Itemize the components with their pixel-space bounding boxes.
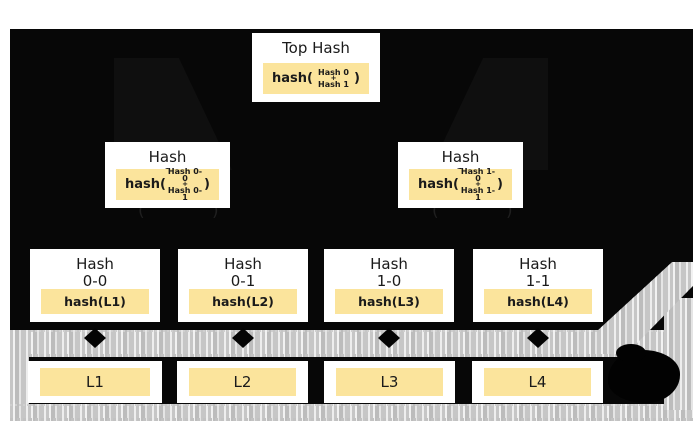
formula-arg-bottom: Hash 1 bbox=[318, 80, 349, 89]
data-block-label: L4 bbox=[484, 368, 591, 396]
title-line2: 0-1 bbox=[230, 272, 256, 290]
formula-text: hash(L1) bbox=[64, 294, 126, 309]
formula-args: Hash 0 + Hash 1 bbox=[318, 68, 349, 89]
arrowhead-diamond bbox=[232, 328, 254, 348]
faint-paren-open: ( bbox=[138, 201, 145, 221]
node-top-hash: Top Hash hash( Hash 0 + Hash 1 ) bbox=[252, 33, 380, 102]
data-stream-band-left bbox=[10, 330, 29, 416]
data-block-label: L3 bbox=[336, 368, 443, 396]
data-block-l4: L4 bbox=[472, 361, 603, 403]
node-hash-1: Hash 1 hash( Hash 1-0 + Hash 1-1 ) bbox=[398, 142, 523, 208]
node-title: Hash 1-1 bbox=[473, 249, 603, 290]
formula-text: hash(L4) bbox=[507, 294, 569, 309]
plus-operator: + bbox=[330, 74, 337, 82]
hash-formula: hash(L2) bbox=[189, 289, 297, 314]
node-hash-0-0: Hash 0-0 hash(L1) bbox=[30, 249, 160, 322]
faint-paren-close: ) bbox=[212, 201, 219, 221]
data-block-l2: L2 bbox=[177, 361, 308, 403]
node-hash-1-0: Hash 1-0 hash(L3) bbox=[324, 249, 454, 322]
data-block-l3: L3 bbox=[324, 361, 455, 403]
hash-formula: hash( Hash 0 + Hash 1 ) bbox=[263, 63, 369, 94]
title-line1: Hash bbox=[148, 148, 187, 166]
formula-open: hash( bbox=[125, 177, 166, 192]
formula-arg-top: Hash 0-0 bbox=[167, 167, 203, 183]
title-line1: Hash bbox=[370, 255, 408, 273]
node-title: Top Hash bbox=[282, 39, 350, 57]
hash-formula: hash(L3) bbox=[335, 289, 443, 314]
node-title: Hash 1-0 bbox=[324, 249, 454, 290]
formula-arg-bottom: Hash 0-1 bbox=[167, 186, 203, 202]
faint-paren-open: ( bbox=[432, 201, 439, 221]
formula-args: Hash 1-0 + Hash 1-1 bbox=[459, 167, 497, 202]
arrowhead-diamond bbox=[527, 328, 549, 348]
data-block-label: L1 bbox=[40, 368, 150, 396]
node-hash-1-1: Hash 1-1 hash(L4) bbox=[473, 249, 603, 322]
hash-formula: hash( Hash 0-0 + Hash 0-1 ) bbox=[116, 167, 219, 202]
hash-formula: hash(L1) bbox=[41, 289, 149, 314]
data-stream-band-top bbox=[10, 330, 693, 357]
formula-open: hash( bbox=[272, 71, 313, 86]
hash-formula: hash(L4) bbox=[484, 289, 592, 314]
node-hash-0: Hash 0 hash( Hash 0-0 + Hash 0-1 ) bbox=[105, 142, 230, 208]
formula-close: ) bbox=[354, 71, 360, 86]
formula-arg-top: Hash 0 bbox=[318, 68, 349, 77]
title-line2: 1-0 bbox=[376, 272, 402, 290]
data-block-l1: L1 bbox=[28, 361, 162, 403]
node-title: Hash 0-0 bbox=[30, 249, 160, 290]
title-line1: Hash bbox=[441, 148, 480, 166]
title-line2: 1-1 bbox=[525, 272, 551, 290]
formula-args: Hash 0-0 + Hash 0-1 bbox=[166, 167, 204, 202]
data-block-label: L2 bbox=[189, 368, 296, 396]
formula-open: hash( bbox=[418, 177, 459, 192]
node-title: Hash 0-1 bbox=[178, 249, 308, 290]
formula-text: hash(L3) bbox=[358, 294, 420, 309]
formula-arg-bottom: Hash 1-1 bbox=[460, 186, 496, 202]
node-hash-0-1: Hash 0-1 hash(L2) bbox=[178, 249, 308, 322]
arrowhead-diamond bbox=[378, 328, 400, 348]
formula-arg-top: Hash 1-0 bbox=[460, 167, 496, 183]
arrowhead-diamond bbox=[84, 328, 106, 348]
formula-text: hash(L2) bbox=[212, 294, 274, 309]
plus-operator: + bbox=[182, 180, 188, 188]
formula-close: ) bbox=[204, 177, 210, 192]
hash-formula: hash( Hash 1-0 + Hash 1-1 ) bbox=[409, 167, 512, 202]
scribble-blob bbox=[608, 344, 680, 403]
plus-operator: + bbox=[475, 180, 481, 188]
title-line1: Hash bbox=[519, 255, 557, 273]
faint-paren-close: ) bbox=[506, 201, 513, 221]
formula-close: ) bbox=[497, 177, 503, 192]
title-line2: 0-0 bbox=[82, 272, 108, 290]
title-line1: Hash bbox=[76, 255, 114, 273]
title-line1: Hash bbox=[224, 255, 262, 273]
data-stream-band-bottom bbox=[10, 404, 693, 421]
